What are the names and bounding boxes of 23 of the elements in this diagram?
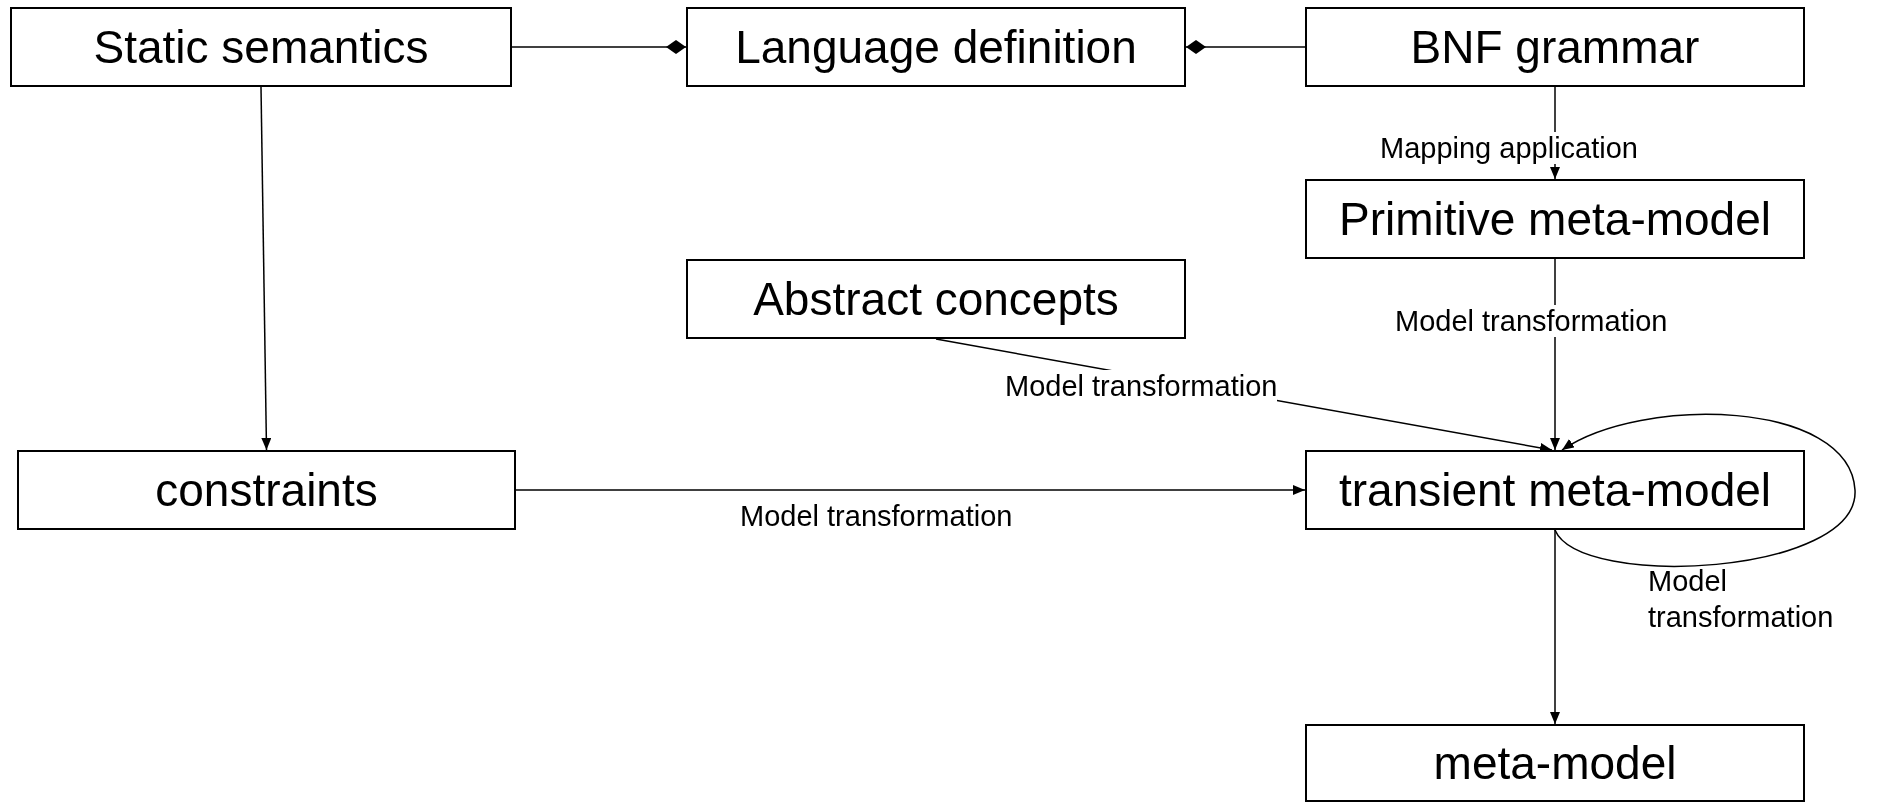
edge-label: Mapping application [1380, 132, 1638, 164]
process-box [1305, 7, 1805, 87]
box-label: transient meta-model [1338, 467, 1772, 513]
process-box [10, 7, 512, 87]
edge-label: Model transformation [1648, 565, 1834, 634]
edge-label: Model transformation [1005, 370, 1278, 402]
process-box [1305, 450, 1805, 530]
connector-line [1550, 529, 1560, 725]
connector-line [515, 485, 1306, 495]
process-box [1305, 179, 1805, 259]
connector-line [1185, 40, 1306, 54]
box-label: meta-model [1433, 740, 1677, 786]
box-label: Static semantics [93, 24, 429, 70]
box-label: constraints [155, 467, 378, 513]
edge-label: Model transformation [1395, 305, 1668, 337]
process-box [1305, 724, 1805, 802]
process-box [686, 7, 1186, 87]
box-label: Primitive meta-model [1339, 196, 1771, 242]
connector-line [260, 86, 272, 451]
connector-line [511, 40, 687, 54]
connector-line [1554, 413, 1856, 568]
process-box [17, 450, 516, 530]
process-box [686, 259, 1186, 339]
